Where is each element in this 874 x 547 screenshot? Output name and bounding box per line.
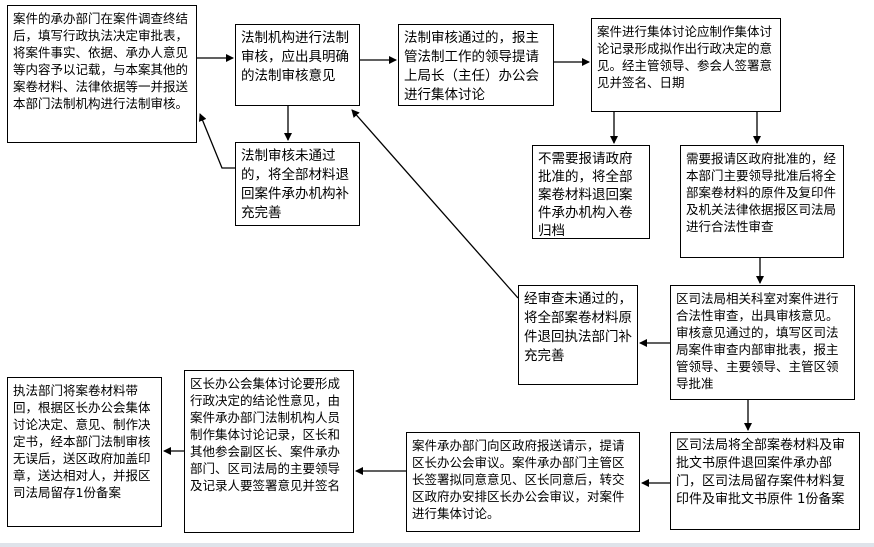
arrow-failed-to-submit (198, 113, 235, 169)
box-submit-to-district-gov: 案件承办部门向区政府报送请示，提请区长办公会审议。案件承办部门主管区长签署拟同意… (406, 432, 640, 532)
box-mayor-meeting-record: 区长办公会集体讨论要形成行政决定的结论性意见，由案件承办部门法制机构人员制作集体… (184, 370, 354, 533)
bottom-edge (0, 543, 874, 547)
box-justice-bureau-review: 区司法局相关科室对案件进行合法性审查，出具审核意见。审核意见通过的，填写区司法局… (670, 285, 855, 400)
box-submit-legal-review: 案件的承办部门在案件调查终结后，填写行政执法决定审批表，将案件事实、依据、承办人… (7, 5, 197, 143)
arrow-not-passed-to-review (351, 109, 519, 299)
box-review-failed: 法制审核未通过的，将全部材料退回案件承办机构补充完善 (235, 142, 360, 226)
box-collective-discussion: 案件进行集体讨论应制作集体讨论记录形成拟作出行政决定的意见。经主管领导、参会人签… (591, 18, 781, 112)
box-legal-review: 法制机构进行法制审核，应出具明确的法制审核意见 (235, 24, 360, 106)
box-review-not-passed: 经审查未通过的，将全部案卷材料原件退回执法部门补充完善 (518, 285, 638, 385)
box-no-gov-approval: 不需要报请政府批准的，将全部案卷材料退回案件承办机构入卷归档 (532, 145, 650, 239)
box-make-decision: 执法部门将案卷材料带回，根据区长办公会集体讨论决定、意见、制作决定书，经本部门法… (7, 377, 162, 527)
box-return-materials: 区司法局将全部案卷材料及审批文书原件退回案件承办部门，区司法局留存案件材料复印件… (670, 432, 860, 530)
box-need-gov-approval: 需要报请区政府批准的，经本部门主要领导批准后将全部案卷材料的原件及复印件及机关法… (680, 145, 844, 258)
box-review-passed: 法制审核通过的，报主管法制工作的领导提请上局长（主任）办公会进行集体讨论 (398, 24, 554, 106)
